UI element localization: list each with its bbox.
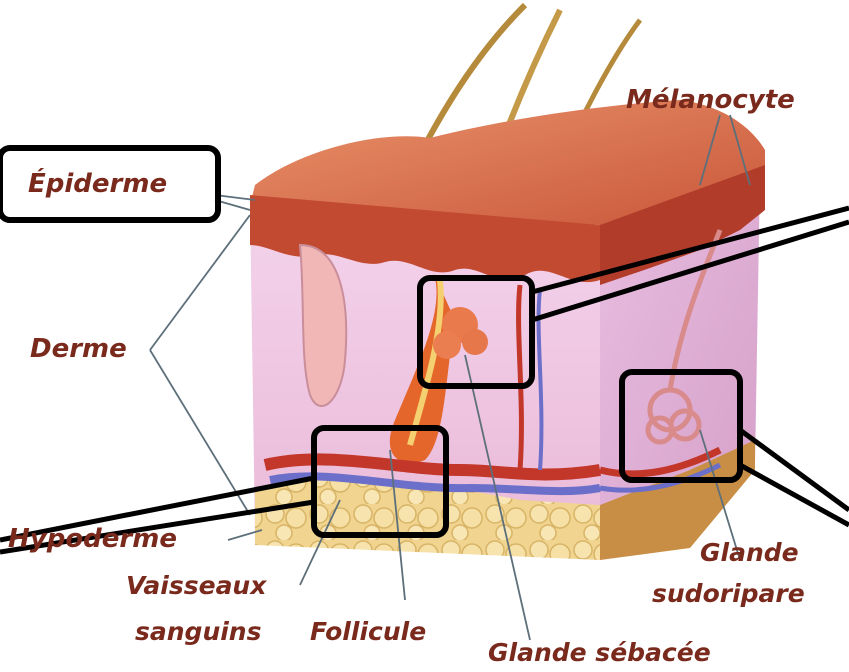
label-glande-sudoripare-line1: Glande bbox=[700, 540, 799, 565]
label-glande-sebacee: Glande sébacée bbox=[488, 640, 711, 665]
label-follicule: Follicule bbox=[310, 619, 426, 644]
label-vaisseaux-line2: sanguins bbox=[135, 619, 262, 644]
label-epiderme: Épiderme bbox=[28, 171, 167, 197]
label-vaisseaux-line1: Vaisseaux bbox=[126, 573, 266, 598]
label-derme: Derme bbox=[30, 336, 127, 362]
label-glande-sudoripare-line2: sudoripare bbox=[652, 581, 805, 606]
label-melanocyte: Mélanocyte bbox=[626, 87, 795, 113]
label-hypoderme: Hypoderme bbox=[8, 526, 177, 552]
